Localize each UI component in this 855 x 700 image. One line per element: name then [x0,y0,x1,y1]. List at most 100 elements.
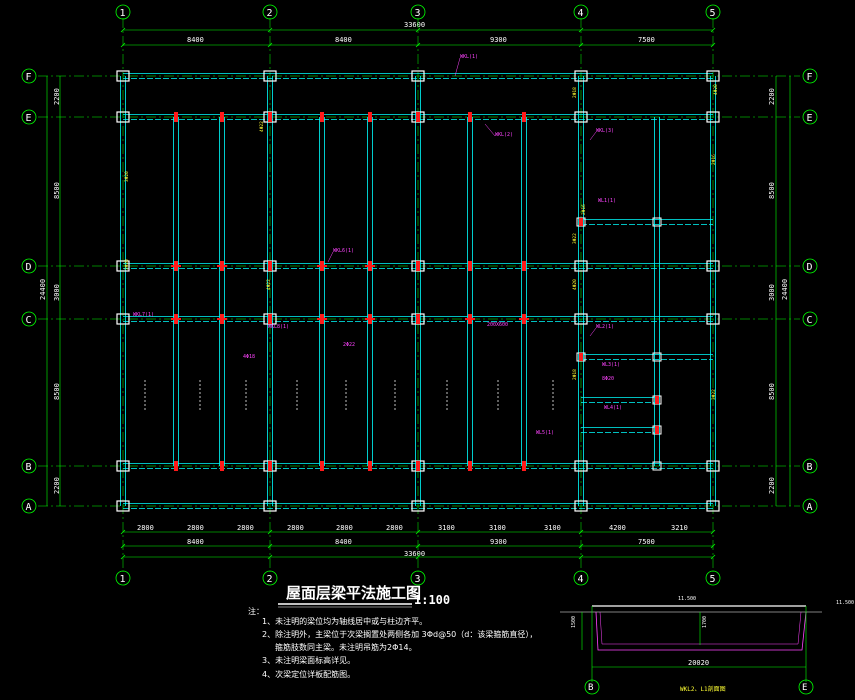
section-elev-left: 11.500 [678,596,696,602]
column-11 [411,500,425,512]
dim-tick [120,27,126,33]
dim-left-span-2: 3000 [53,284,61,301]
axis-bubble-1 [115,570,131,586]
support-0-3 [320,112,324,122]
axis-bubble-5 [705,4,721,20]
axis-bubble-label-2: 2 [267,574,273,585]
rebar-tag-11: 2Φ16 [581,204,587,215]
beam-tag-1: WKL(2) [495,132,513,138]
beam-tag-6: WKL7(1) [133,312,154,318]
support-3-4 [368,461,372,471]
column-1 [116,111,130,123]
axis-bubble-2 [262,4,278,20]
section-span: 20020 [688,659,709,667]
leader-1 [484,123,496,137]
axis-bubble-F [802,68,818,84]
axis-bubble-label-4: 4 [578,574,584,585]
support-3-0 [174,461,178,471]
dim-left-span-1: 8500 [53,182,61,199]
beam-tag-11: 200X600 [487,322,508,328]
small-column-4 [652,461,662,471]
rebar-tag-9: 3Φ22 [711,389,717,400]
axis-bubble-D [802,258,818,274]
axis-bubble-4 [573,570,589,586]
dim-bottom-sub-8: 3100 [544,524,561,532]
section-left-height: 1500 [571,616,577,628]
notes-heading: 注： [248,606,264,616]
dim-tick [578,27,584,33]
dim-left-span-4: 2200 [53,477,61,494]
axis-bubble-F [21,68,37,84]
axis-bubble-5 [705,570,721,586]
rebar-tag-0: 3Φ20 [124,171,130,182]
dimension-lines [46,29,791,558]
support-2-5 [416,314,420,324]
beam-tag-10: WL5(1) [536,430,554,436]
cross-support-5 [217,314,227,324]
beam-tag-0: WKL(1) [460,54,478,60]
axis-bubble-B [21,458,37,474]
column-3 [116,500,130,512]
beam-tag-4: WL2(1) [596,324,614,330]
axis-bubble-label-1: 1 [120,574,126,585]
column-12 [574,70,588,82]
axis-bubble-label-3: 3 [415,8,421,19]
cross-support-6 [317,314,327,324]
axis-bubble-label-E: E [807,113,813,124]
cross-support-9 [519,314,529,324]
dim-right-overall: 24400 [781,279,789,300]
dim-bottom-sub-6: 3100 [438,524,455,532]
axis-bubble-label-F: F [26,72,32,83]
axis-bubble-label-B: B [807,462,813,473]
column-15 [574,500,588,512]
support-1-6 [468,261,472,271]
section-axis-right: E [802,683,807,693]
cross-support-7 [365,314,375,324]
axis-bubble-A [21,498,37,514]
small-column-1 [652,352,662,362]
dim-tick [120,554,126,560]
dim-tick [267,554,273,560]
cross-support-0 [171,261,181,271]
section-mid-height: 1700 [702,616,708,628]
leader-3 [327,251,334,263]
support-0-7 [522,112,526,122]
column-29 [706,313,720,325]
dim-right-span-0: 2200 [768,88,776,105]
rebar-tag-8: 2Φ18 [572,369,578,380]
support-0-2 [268,112,272,122]
axis-bubble-label-D: D [807,262,813,273]
beam-tag-14: 8Φ20 [602,376,614,382]
dim-bottom-overall: 33600 [404,550,425,558]
leader-0 [454,57,461,77]
support-r-2 [655,396,659,404]
axis-bubble-2 [262,570,278,586]
axis-bubble-4 [573,4,589,20]
section-elev-right: 11.500 [836,600,854,606]
dim-right-span-2: 3000 [768,284,776,301]
axis-bubble-3 [410,4,426,20]
dim-tick [415,27,421,33]
dim-tick [415,554,421,560]
dim-right-span-1: 8500 [768,182,776,199]
support-0-1 [220,112,224,122]
beam-tag-8: WL3(1) [602,362,620,368]
support-3-5 [416,461,420,471]
dim-bottom-sub-2: 2800 [237,524,254,532]
column-24 [116,260,130,272]
support-3-6 [468,461,472,471]
dim-bottom-sub-9: 4200 [609,524,626,532]
rebar-tag-10: 4Φ20 [713,84,719,95]
cross-support-3 [365,261,375,271]
dim-top-bay-1: 8400 [335,36,352,44]
axis-bubble-3 [410,570,426,586]
rebar-tag-1: 4Φ22 [259,121,265,132]
drawing-scale: 1:100 [414,593,450,607]
cross-support-2 [317,261,327,271]
axis-bubble-A [802,498,818,514]
note-line-3: 箍筋肢数同主梁。未注明吊筋为2Φ14。 [275,642,417,652]
cross-support-8 [465,314,475,324]
axis-bubble-label-1: 1 [120,8,126,19]
axis-bubble-C [802,311,818,327]
